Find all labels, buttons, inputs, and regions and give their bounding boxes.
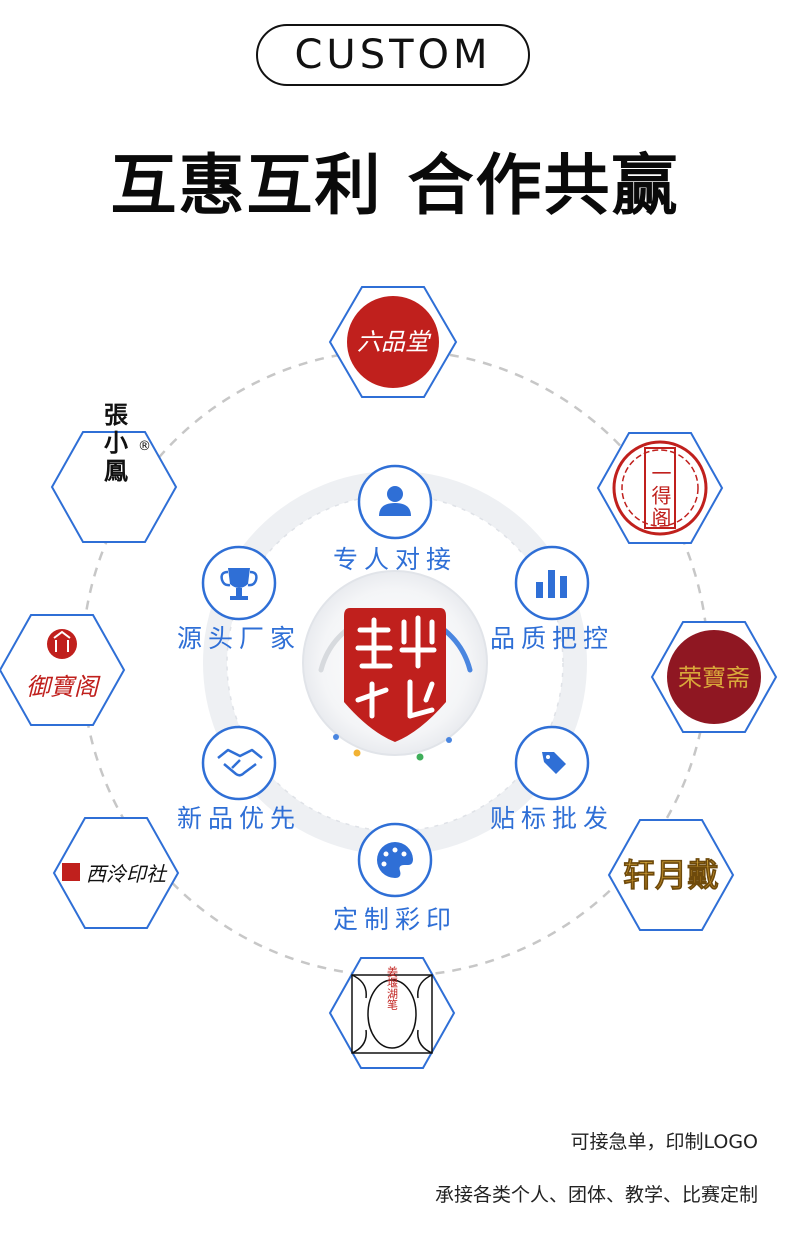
brand-text: 一得阁	[648, 463, 672, 529]
brand-text: 六品堂	[357, 328, 432, 356]
xilingyinshe-logo	[62, 863, 80, 881]
zhangxiaofeng-logo: 張小鳳	[100, 402, 129, 486]
partner-diagram: 专人对接 品质把控 贴标批发 定制彩印	[0, 286, 778, 1069]
service-node-print[interactable]: 定制彩印	[333, 822, 457, 934]
brand-hex-yidege: 一得阁	[596, 432, 724, 544]
ornate-frame-logo	[351, 974, 433, 1054]
brand-hex-liupintang: 六品堂	[328, 286, 458, 398]
service-node-wholesale[interactable]: 贴标批发	[490, 725, 614, 833]
service-label: 贴标批发	[490, 804, 614, 833]
liupintang-logo	[347, 296, 439, 388]
rongbaozhai-logo	[667, 630, 761, 724]
brand-hex-xuanyuedai: 轩月戴	[607, 819, 735, 931]
brand-hex-rongbaozhai: 荣寶斋	[650, 621, 778, 733]
yubaoge-logo	[47, 629, 77, 659]
dot-blue-2	[446, 737, 452, 743]
service-node-contact[interactable]: 专人对接	[333, 464, 457, 574]
service-label: 品质把控	[490, 624, 614, 653]
service-label: 新品优先	[177, 804, 301, 833]
person-icon	[379, 486, 411, 516]
service-label: 源头厂家	[177, 624, 301, 653]
service-label: 定制彩印	[333, 905, 457, 934]
brand-hex-zhangxiaofeng: 張小鳳 ®	[50, 402, 178, 543]
trophy-icon	[220, 568, 258, 600]
brand-text: 姜堰湖笔	[386, 965, 399, 1010]
brand-hex-yubaoge: 御寶阁	[0, 614, 126, 726]
brand-hex-xilingyinshe: 西泠印社	[52, 817, 180, 929]
seal-logo	[344, 608, 446, 742]
service-node-newproduct[interactable]: 新品优先	[177, 725, 301, 833]
tag-icon	[542, 752, 566, 774]
service-label: 专人对接	[333, 545, 457, 574]
service-node-factory[interactable]: 源头厂家	[177, 545, 301, 653]
brand-text: 西泠印社	[86, 862, 168, 886]
yidege-logo	[612, 440, 708, 536]
handshake-icon	[217, 748, 263, 777]
custom-badge: CUSTOM	[256, 24, 530, 86]
brand-text: 御寶阁	[26, 673, 101, 701]
palette-icon	[377, 841, 413, 878]
dot-yellow	[353, 749, 361, 757]
page-headline: 互惠互利 合作共赢	[110, 147, 680, 224]
brand-hex-ornate: 姜堰湖笔	[328, 957, 456, 1069]
xuanyuedai-logo: 轩月戴	[623, 856, 719, 894]
service-node-quality[interactable]: 品质把控	[490, 545, 614, 653]
registered-mark: ®	[138, 439, 151, 454]
note-rush-orders: 可接急单，印制LOGO	[570, 1131, 758, 1153]
note-custom-orders: 承接各类个人、团体、教学、比赛定制	[434, 1184, 758, 1206]
brand-text: 荣寶斋	[678, 664, 750, 692]
dot-blue	[333, 734, 339, 740]
bar-chart-icon	[536, 570, 567, 598]
dot-green	[416, 753, 424, 761]
